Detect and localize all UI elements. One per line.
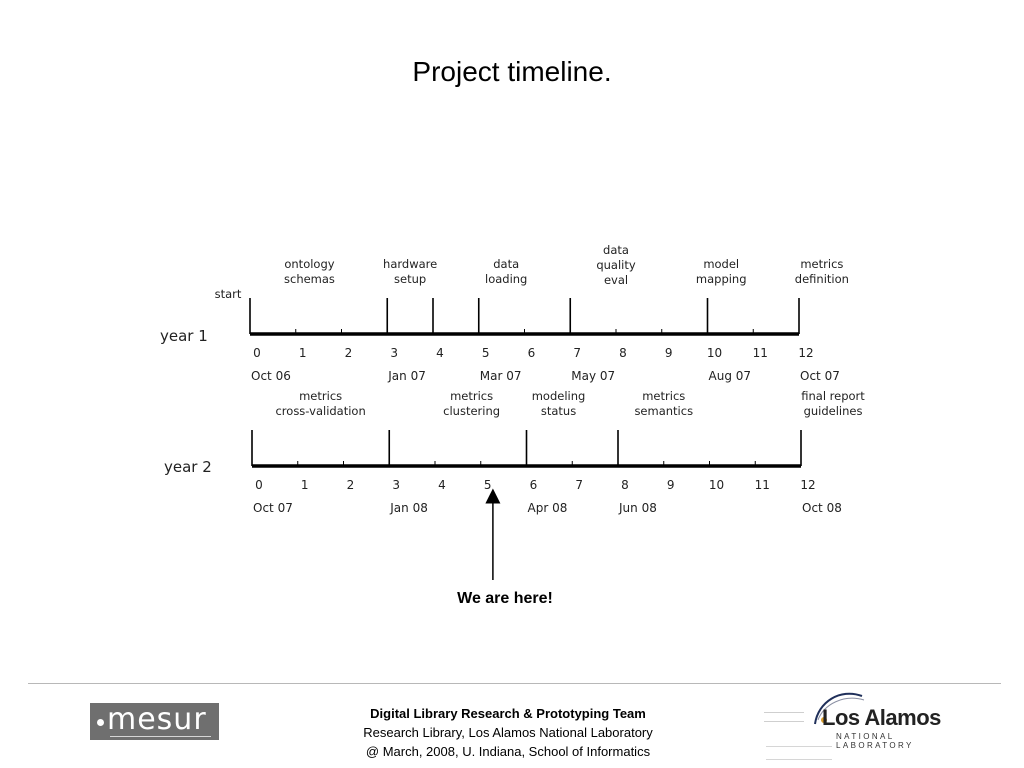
date-label: Oct 07 [253, 501, 293, 515]
date-label: Jan 08 [389, 501, 428, 515]
milestone-label-line: guidelines [804, 404, 863, 418]
los-alamos-logo: Los Alamos NATIONAL LABORATORY [760, 684, 960, 764]
logo-fineprint [766, 746, 832, 760]
milestone-label-line: loading [485, 272, 527, 286]
milestone-label-line: metrics [450, 389, 493, 403]
milestone-label-line: mapping [696, 272, 747, 286]
milestone-label-line: semantics [634, 404, 693, 418]
milestone-label-line: model [703, 257, 739, 271]
date-label: Oct 08 [802, 501, 842, 515]
month-tick-label: 6 [528, 346, 536, 360]
month-tick-label: 6 [530, 478, 538, 492]
month-tick-label: 9 [667, 478, 675, 492]
date-label: Jan 07 [387, 369, 426, 383]
month-tick-label: 7 [573, 346, 581, 360]
month-tick-label: 1 [299, 346, 307, 360]
lanl-sub: NATIONAL LABORATORY [836, 732, 914, 750]
month-tick-label: 9 [665, 346, 673, 360]
date-label: Jun 08 [618, 501, 657, 515]
month-tick-label: 3 [390, 346, 398, 360]
milestone-label-line: modeling [532, 389, 586, 403]
milestone-label: start [215, 287, 242, 301]
footer-divider [28, 683, 1001, 684]
milestone-label-line: metrics [642, 389, 685, 403]
month-tick-label: 2 [347, 478, 355, 492]
milestone-label-line: ontology [284, 257, 334, 271]
month-tick-label: 8 [619, 346, 627, 360]
milestone-label-line: cross-validation [275, 404, 365, 418]
logo-ruler-icon [110, 732, 211, 737]
month-tick-label: 0 [253, 346, 261, 360]
milestone-label-line: final report [801, 389, 865, 403]
logo-dot-icon [97, 719, 104, 726]
milestone-label-line: clustering [443, 404, 500, 418]
milestone-label-line: data [603, 243, 629, 257]
we-are-here-label: We are here! [457, 590, 553, 607]
date-label: Mar 07 [480, 369, 522, 383]
month-tick-label: 12 [800, 478, 815, 492]
month-tick-label: 7 [575, 478, 583, 492]
mesur-logo-text: mesur [107, 702, 207, 737]
month-tick-label: 10 [707, 346, 722, 360]
date-label: Apr 08 [528, 501, 568, 515]
milestone-label-line: definition [795, 272, 849, 286]
mesur-logo: mesur [90, 702, 219, 740]
month-tick-label: 11 [755, 478, 770, 492]
month-tick-label: 12 [798, 346, 813, 360]
milestone-label-line: eval [604, 273, 628, 287]
month-tick-label: 8 [621, 478, 629, 492]
month-tick-label: 0 [255, 478, 263, 492]
month-tick-label: 10 [709, 478, 724, 492]
date-label: Aug 07 [709, 369, 752, 383]
milestone-label-line: hardware [383, 257, 437, 271]
month-tick-label: 5 [484, 478, 492, 492]
logo-fineprint [764, 712, 804, 722]
month-tick-label: 5 [482, 346, 490, 360]
date-label: May 07 [571, 369, 615, 383]
footer-event: @ March, 2008, U. Indiana, School of Inf… [365, 744, 651, 759]
lanl-swoosh-icon [814, 692, 865, 725]
footer-credits: Digital Library Research & Prototyping T… [300, 704, 716, 761]
month-tick-label: 11 [753, 346, 768, 360]
month-tick-label: 2 [345, 346, 353, 360]
milestone-label-line: status [541, 404, 576, 418]
milestone-label-line: quality [596, 258, 636, 272]
year-label: year 2 [164, 458, 212, 476]
lanl-name: Los Alamos [822, 705, 941, 730]
milestone-label-line: data [493, 257, 519, 271]
month-tick-label: 4 [438, 478, 446, 492]
milestone-label-line: start [215, 287, 242, 301]
date-label: Oct 07 [800, 369, 840, 383]
date-label: Oct 06 [251, 369, 291, 383]
month-tick-label: 4 [436, 346, 444, 360]
footer-lab: Research Library, Los Alamos National La… [363, 725, 653, 740]
milestone-label-line: setup [394, 272, 426, 286]
milestone-label-line: schemas [284, 272, 335, 286]
milestone-label-line: metrics [800, 257, 843, 271]
footer-team: Digital Library Research & Prototyping T… [370, 706, 646, 721]
slide-title: Project timeline. [412, 56, 612, 87]
month-tick-label: 1 [301, 478, 309, 492]
month-tick-label: 3 [392, 478, 400, 492]
milestone-label-line: metrics [299, 389, 342, 403]
year-label: year 1 [160, 327, 208, 345]
